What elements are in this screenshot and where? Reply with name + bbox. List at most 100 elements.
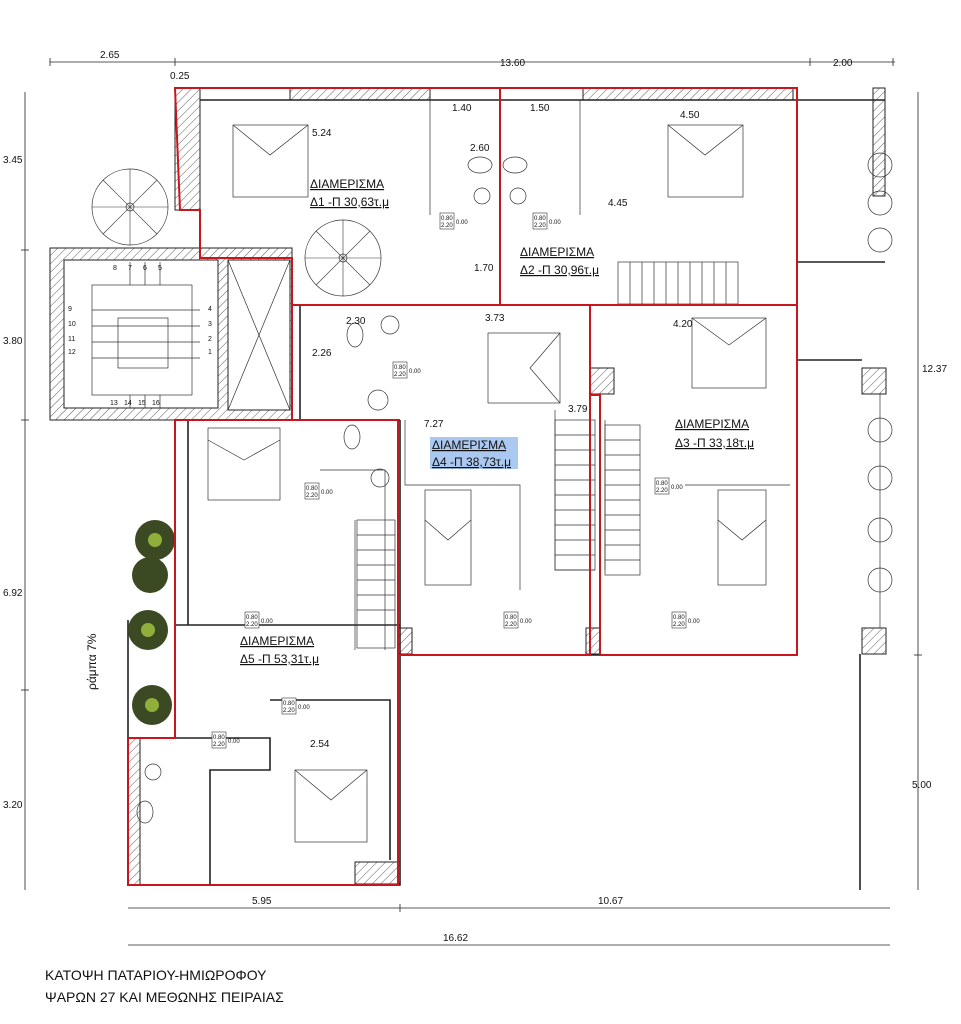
- dim-top-3: 2.00: [833, 58, 853, 69]
- dim-right-2: 5.00: [912, 780, 932, 791]
- dim-left-3: 6.92: [3, 588, 23, 599]
- dim-left-1: 3.45: [3, 155, 23, 166]
- door-tag-value: 0.00: [261, 619, 273, 625]
- door-tag-value: 0.00: [321, 490, 333, 496]
- svg-text:5: 5: [158, 265, 162, 272]
- door-tag-value: 0.00: [456, 220, 468, 226]
- apt-d3-name: Δ3 -Π 33,18τ.μ: [675, 436, 754, 450]
- svg-text:4.45: 4.45: [608, 198, 628, 209]
- svg-text:8: 8: [113, 265, 117, 272]
- svg-text:4: 4: [208, 306, 212, 313]
- door-tag-value: 0.80: [394, 365, 406, 371]
- svg-text:1.50: 1.50: [530, 103, 550, 114]
- outline-d3: [589, 304, 798, 656]
- apartment-outlines: [127, 87, 798, 886]
- door-tag-value: 0.80: [306, 486, 318, 492]
- door-tag-value: 0.80: [656, 481, 668, 487]
- svg-text:1.70: 1.70: [474, 263, 494, 274]
- svg-text:5.24: 5.24: [312, 128, 332, 139]
- outline-d5: [127, 419, 399, 886]
- apt-d2-label: ΔΙΑΜΕΡΙΣΜΑ: [520, 245, 594, 259]
- svg-text:2.54: 2.54: [310, 739, 330, 750]
- door-tag-value: 2.20: [283, 708, 295, 714]
- door-tag-value: 2.20: [306, 493, 318, 499]
- title-line-1: ΚΑΤΟΨΗ ΠΑΤΑΡΙΟΥ-ΗΜΙΩΡΟΦΟΥ: [45, 967, 267, 983]
- svg-text:2: 2: [208, 336, 212, 343]
- svg-text:2.26: 2.26: [312, 348, 332, 359]
- svg-text:7.27: 7.27: [424, 419, 444, 430]
- svg-text:14: 14: [124, 400, 132, 407]
- apt-d5-label: ΔΙΑΜΕΡΙΣΜΑ: [240, 634, 314, 648]
- door-tag-value: 0.80: [534, 216, 546, 222]
- door-tag-value: 0.00: [409, 369, 421, 375]
- door-tag-value: 0.80: [246, 615, 258, 621]
- svg-text:3: 3: [208, 321, 212, 328]
- door-tag-value: 2.20: [246, 622, 258, 628]
- dim-left-2: 3.80: [3, 336, 23, 347]
- svg-text:9: 9: [68, 306, 72, 313]
- apartment-labels: ΔΙΑΜΕΡΙΣΜΑ Δ1 -Π 30,63τ.μ ΔΙΑΜΕΡΙΣΜΑ Δ2 …: [240, 177, 754, 666]
- apt-d4-name: Δ4 -Π 38,73τ.μ: [432, 455, 511, 469]
- dim-top-2: 13.60: [500, 58, 525, 69]
- dimension-lines: [21, 58, 922, 946]
- dim-bottom-2: 10.67: [598, 896, 623, 907]
- beds: [207, 124, 767, 843]
- svg-text:6: 6: [143, 265, 147, 272]
- ramp-label: ράμπα 7%: [85, 633, 99, 690]
- svg-text:15: 15: [138, 400, 146, 407]
- svg-text:4.50: 4.50: [680, 110, 700, 121]
- outline-d4: [291, 304, 591, 656]
- svg-text:16: 16: [152, 400, 160, 407]
- door-tag-value: 2.20: [441, 223, 453, 229]
- svg-text:13: 13: [110, 400, 118, 407]
- svg-text:3.79: 3.79: [568, 404, 588, 415]
- door-tag-value: 0.80: [213, 735, 225, 741]
- svg-text:3.73: 3.73: [485, 313, 505, 324]
- room-dimensions: 5.24 1.40 1.50 2.60 4.50 4.45 1.70 3.73 …: [310, 103, 700, 750]
- door-tag-value: 2.20: [394, 372, 406, 378]
- selection-highlight: [430, 437, 518, 469]
- svg-text:10: 10: [68, 321, 76, 328]
- round-columns: [867, 152, 893, 628]
- svg-text:1: 1: [208, 349, 212, 356]
- door-tag-value: 0.00: [228, 739, 240, 745]
- plan-title: ΚΑΤΟΨΗ ΠΑΤΑΡΙΟΥ-ΗΜΙΩΡΟΦΟΥ ΨΑΡΩΝ 27 ΚΑΙ Μ…: [45, 967, 284, 1005]
- door-tag-value: 0.80: [673, 615, 685, 621]
- apt-d3-label: ΔΙΑΜΕΡΙΣΜΑ: [675, 417, 749, 431]
- svg-text:1.40: 1.40: [452, 103, 472, 114]
- stairs: [91, 168, 739, 649]
- svg-text:7: 7: [128, 265, 132, 272]
- svg-text:2.60: 2.60: [470, 143, 490, 154]
- title-line-2: ΨΑΡΩΝ 27 ΚΑΙ ΜΕΘΩΝΗΣ ΠΕΙΡΑΙΑΣ: [45, 989, 284, 1005]
- svg-text:11: 11: [68, 336, 75, 343]
- dim-top-1: 2.65: [100, 50, 120, 61]
- svg-text:4.20: 4.20: [673, 319, 693, 330]
- dim-right-1: 12.37: [922, 364, 947, 375]
- door-tag-value: 2.20: [213, 742, 225, 748]
- stair-numbers: 4 3 2 1 5 6 7 8 9 10 11 12 13 14 15 16: [68, 265, 212, 407]
- trees: [128, 520, 175, 725]
- svg-text:12: 12: [68, 349, 76, 356]
- dim-top-offset: 0.25: [170, 71, 190, 82]
- dimension-labels: 2.65 13.60 2.00 0.25 3.45 3.80 6.92 3.20…: [3, 50, 947, 944]
- door-tag-value: 0.80: [441, 216, 453, 222]
- door-tag-value: 0.00: [688, 619, 700, 625]
- door-tag-value: 0.00: [671, 485, 683, 491]
- dim-left-4: 3.20: [3, 800, 23, 811]
- door-tag-value: 2.20: [673, 622, 685, 628]
- dim-bottom-1: 5.95: [252, 896, 272, 907]
- door-tag-value: 2.20: [534, 223, 546, 229]
- apt-d5-name: Δ5 -Π 53,31τ.μ: [240, 652, 319, 666]
